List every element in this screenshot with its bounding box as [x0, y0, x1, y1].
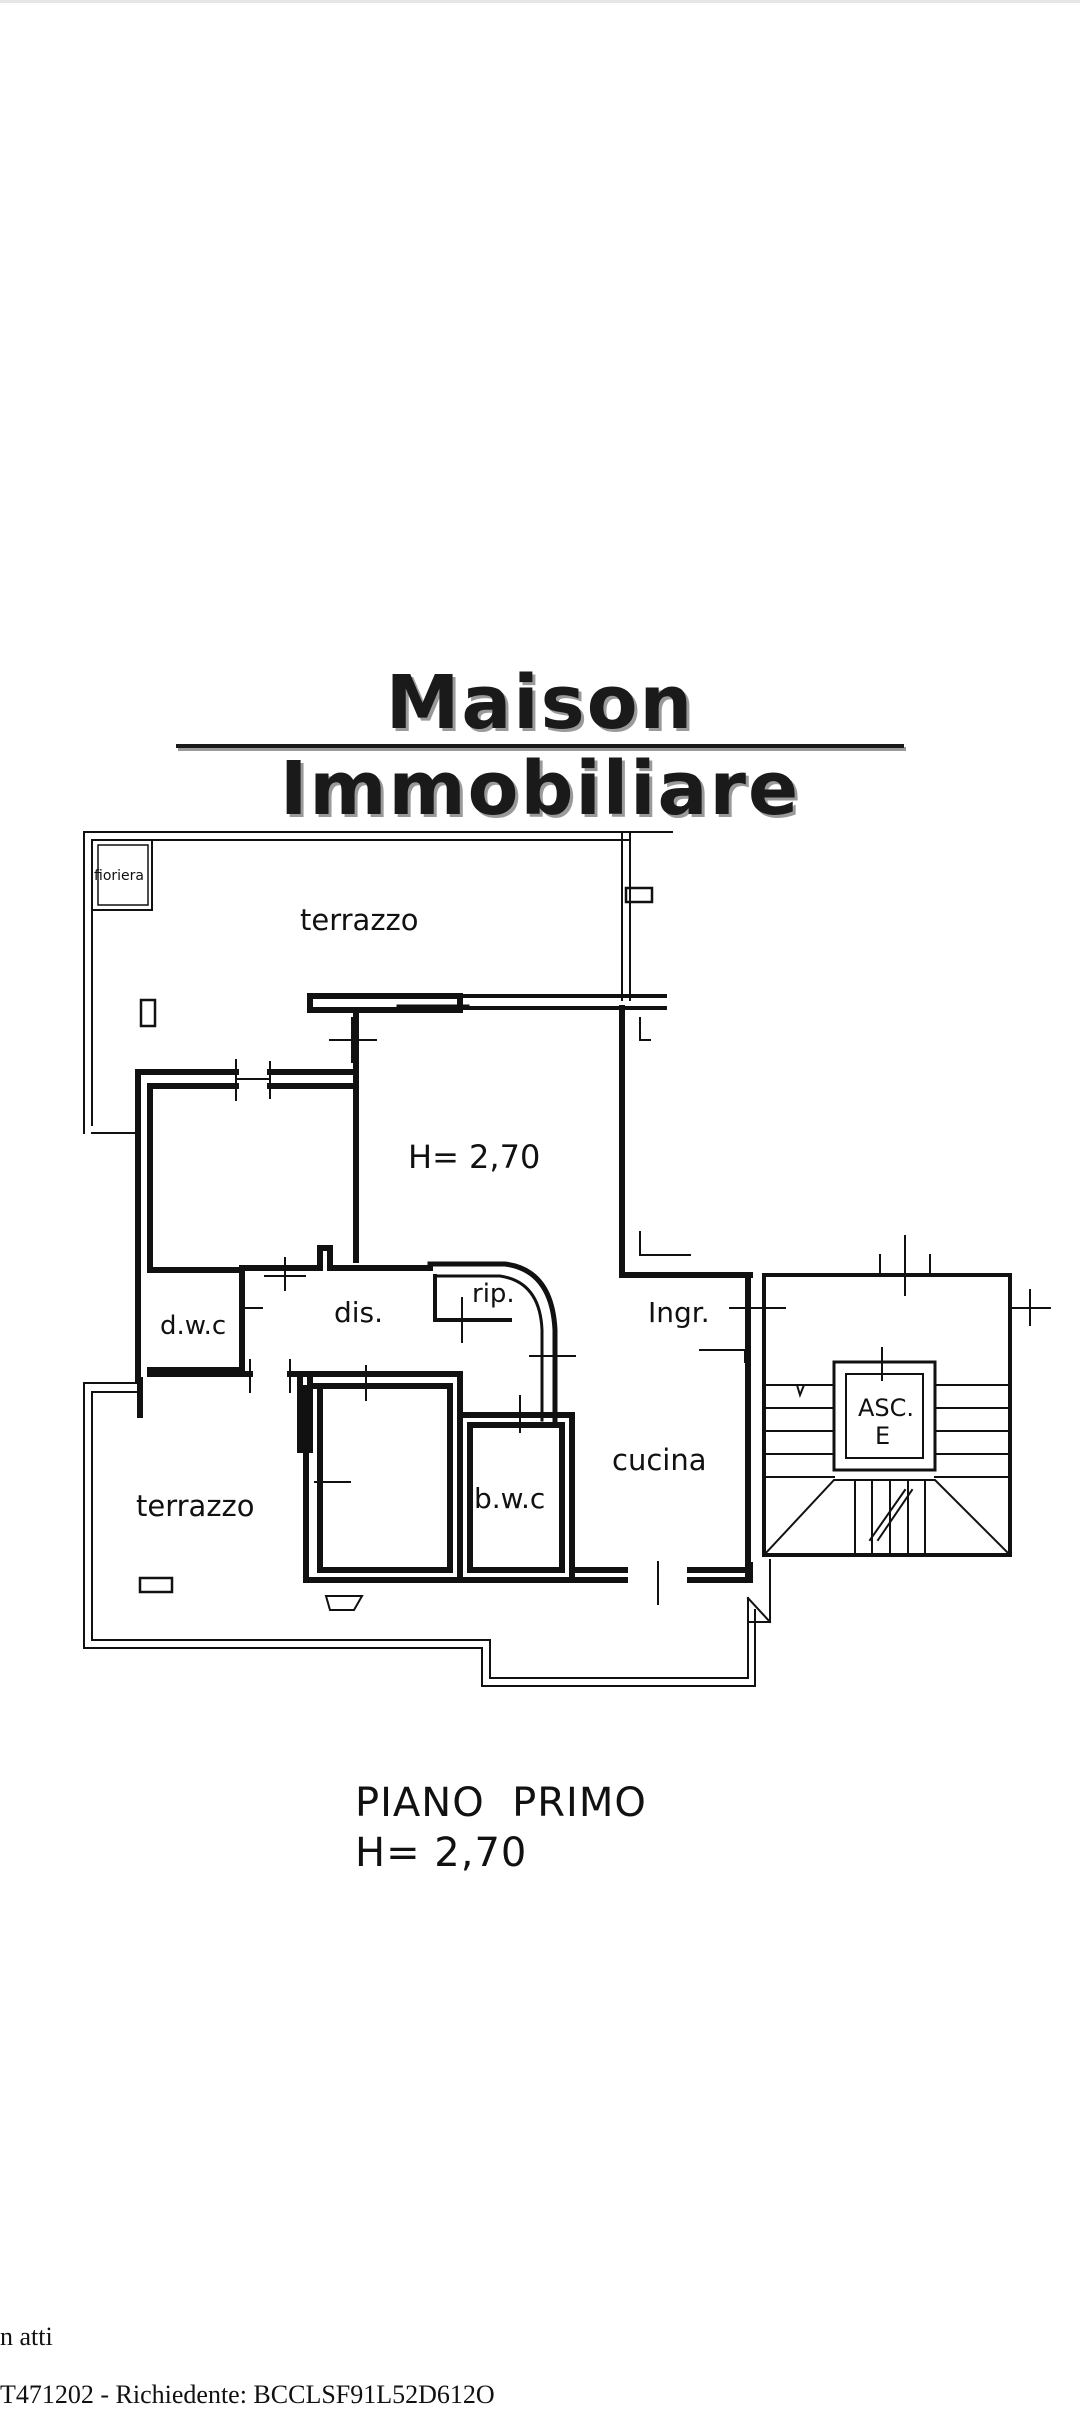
- footer-line-2: T471202 - Richiedente: BCCLSF91L52D612O: [0, 2380, 495, 2409]
- terrace-marker: [139, 998, 157, 1028]
- label-asc: ASC.: [858, 1394, 914, 1422]
- top-divider: [0, 0, 1080, 3]
- height-caption: H= 2,70: [355, 1830, 528, 1876]
- label-dwc: d.w.c: [160, 1311, 226, 1341]
- label-terrazzo-top: terrazzo: [300, 903, 419, 937]
- terrace-bottom-outline: [83, 1382, 756, 1687]
- terrace-top-right: [621, 832, 631, 1001]
- brand-underline: [176, 744, 904, 748]
- floor-caption: PIANO PRIMO: [355, 1780, 647, 1826]
- label-terrazzo-bottom: terrazzo: [136, 1489, 255, 1523]
- label-height-main: H= 2,70: [408, 1138, 540, 1176]
- footer-line-1: n atti: [0, 2322, 53, 2351]
- label-fioriera: fioriera: [94, 868, 144, 884]
- fioriera-box: [91, 839, 153, 911]
- label-asc-e: E: [875, 1422, 890, 1450]
- brand-title: Maison Immobiliare: [279, 660, 801, 832]
- label-bwc: b.w.c: [474, 1482, 545, 1515]
- terrace-bottom-outline-inner: [91, 1391, 749, 1679]
- label-dis: dis.: [334, 1296, 383, 1329]
- terrace-top-outline-inner: [91, 839, 631, 1134]
- label-rip: rip.: [472, 1279, 515, 1309]
- terrace-marker-right: [624, 886, 654, 904]
- terrace-top-outline: [83, 831, 673, 1134]
- label-ingr: Ingr.: [648, 1296, 710, 1329]
- floor-plan: fioriera terrazzo H= 2,70 d.w.c dis. rip…: [83, 831, 1051, 1687]
- label-cucina: cucina: [612, 1443, 706, 1477]
- terrace-marker-bottom: [138, 1576, 174, 1594]
